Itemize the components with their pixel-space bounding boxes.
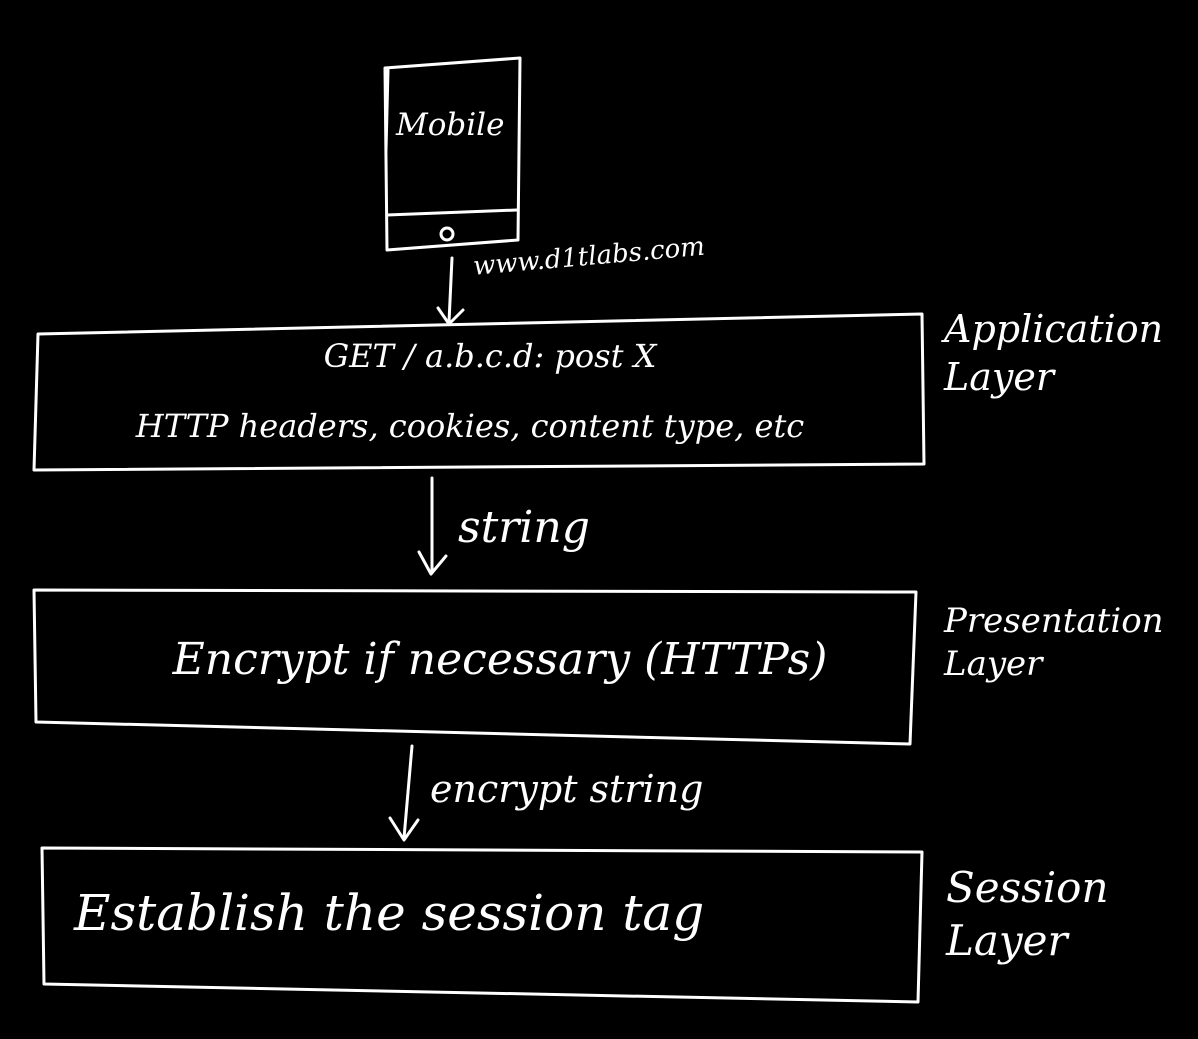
session-layer-label: Session Layer [946, 863, 1109, 965]
application-layer-label: Application Layer [944, 307, 1164, 399]
presentation-box-outline [32, 588, 918, 746]
session-box-line1: Establish the session tag [74, 884, 705, 942]
mobile-device-icon [383, 56, 522, 252]
presentation-box-line1: Encrypt if necessary (HTTPs) [172, 634, 828, 685]
arrow-application-to-presentation [417, 476, 448, 576]
session-box-outline [40, 846, 924, 1004]
edge-encrypt-string-label: encrypt string [430, 767, 704, 811]
application-box-line2: HTTP headers, cookies, content type, etc [135, 407, 805, 445]
mobile-label: Mobile [396, 107, 505, 143]
arrow-presentation-to-session [388, 744, 420, 842]
presentation-layer-label: Presentation Layer [944, 601, 1164, 684]
arrow-mobile-to-application [436, 256, 465, 326]
application-box-outline [32, 312, 926, 472]
application-box-line1: GET / a.b.c.d: post X [323, 337, 657, 375]
edge-string-label: string [458, 502, 590, 553]
